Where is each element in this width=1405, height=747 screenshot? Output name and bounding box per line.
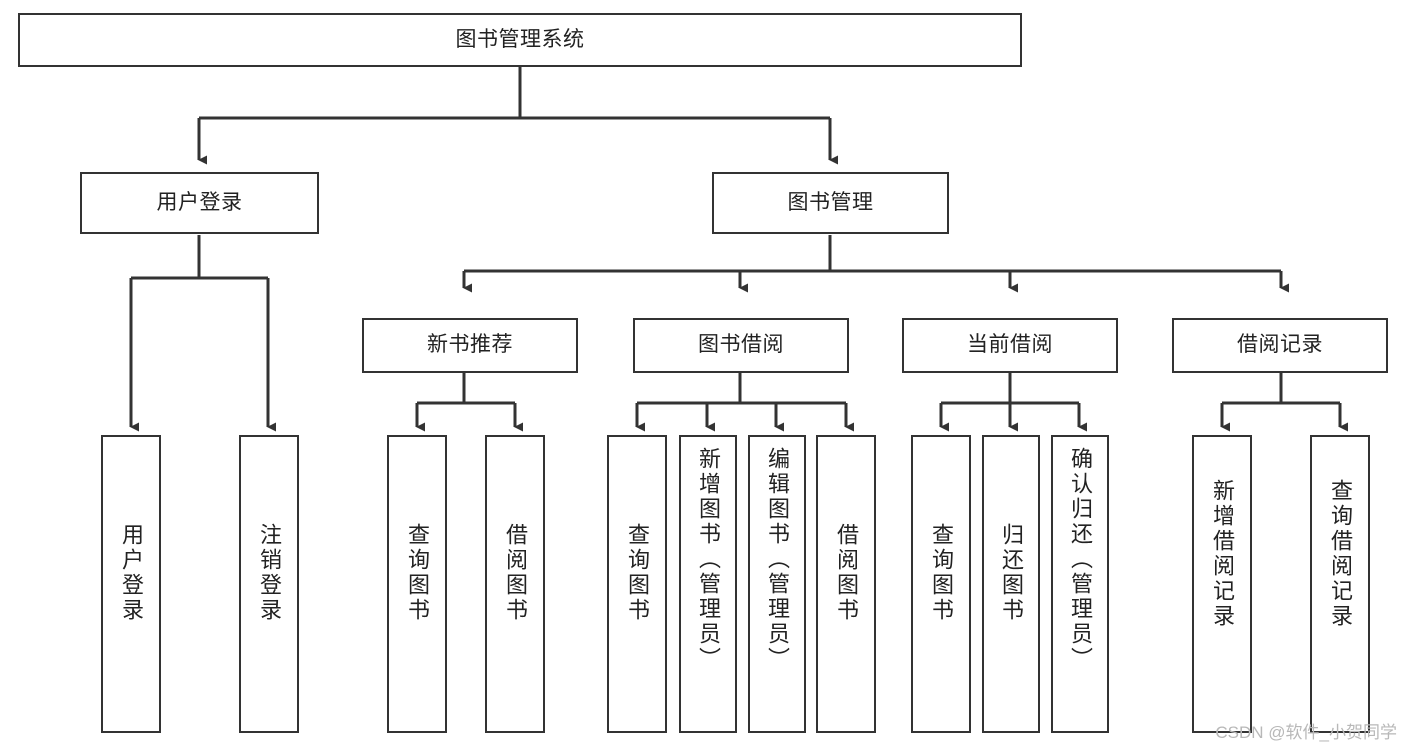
- node-book-manage[interactable]: 图书管理: [712, 172, 949, 234]
- node-leaf-borrow-book-2[interactable]: 借阅图书: [816, 435, 876, 733]
- node-new-book-recommend[interactable]: 新书推荐: [362, 318, 578, 373]
- node-leaf-user-login-label: 用户登录: [119, 523, 144, 623]
- node-leaf-borrow-book-2-label: 借阅图书: [834, 523, 859, 623]
- node-leaf-query-record-label: 查询借阅记录: [1328, 479, 1353, 629]
- node-leaf-query-book-3-label: 查询图书: [929, 523, 954, 623]
- node-book-borrow[interactable]: 图书借阅: [633, 318, 849, 373]
- node-user-login-label: 用户登录: [156, 190, 243, 214]
- node-leaf-return-book-label: 归还图书: [999, 523, 1024, 623]
- node-leaf-logout-login[interactable]: 注销登录: [239, 435, 299, 733]
- node-book-borrow-label: 图书借阅: [698, 333, 784, 357]
- node-root-label: 图书管理系统: [455, 27, 585, 51]
- node-root[interactable]: 图书管理系统: [18, 13, 1022, 67]
- node-leaf-return-book[interactable]: 归还图书: [982, 435, 1040, 733]
- node-borrow-record-label: 借阅记录: [1237, 333, 1323, 357]
- node-leaf-borrow-book-1[interactable]: 借阅图书: [485, 435, 545, 733]
- node-current-borrow-label: 当前借阅: [967, 333, 1053, 357]
- node-leaf-query-book-1-label: 查询图书: [405, 523, 430, 623]
- node-leaf-query-record[interactable]: 查询借阅记录: [1310, 435, 1370, 733]
- node-leaf-user-login[interactable]: 用户登录: [101, 435, 161, 733]
- node-leaf-confirm-return-label: 确认归还（管理员）: [1068, 447, 1093, 672]
- node-new-book-recommend-label: 新书推荐: [427, 333, 513, 357]
- node-leaf-confirm-return[interactable]: 确认归还（管理员）: [1051, 435, 1109, 733]
- node-user-login[interactable]: 用户登录: [80, 172, 319, 234]
- node-leaf-query-book-2-label: 查询图书: [625, 523, 650, 623]
- node-leaf-query-book-1[interactable]: 查询图书: [387, 435, 447, 733]
- node-leaf-borrow-book-1-label: 借阅图书: [503, 523, 528, 623]
- node-leaf-add-record-label: 新增借阅记录: [1210, 479, 1235, 629]
- node-leaf-logout-login-label: 注销登录: [257, 523, 282, 623]
- node-book-manage-label: 图书管理: [787, 190, 874, 214]
- node-leaf-add-record[interactable]: 新增借阅记录: [1192, 435, 1252, 733]
- node-leaf-query-book-3[interactable]: 查询图书: [911, 435, 971, 733]
- node-leaf-add-book[interactable]: 新增图书（管理员）: [679, 435, 737, 733]
- node-current-borrow[interactable]: 当前借阅: [902, 318, 1118, 373]
- node-leaf-edit-book[interactable]: 编辑图书（管理员）: [748, 435, 806, 733]
- node-leaf-add-book-label: 新增图书（管理员）: [696, 447, 721, 672]
- node-leaf-edit-book-label: 编辑图书（管理员）: [765, 447, 790, 672]
- node-leaf-query-book-2[interactable]: 查询图书: [607, 435, 667, 733]
- node-borrow-record[interactable]: 借阅记录: [1172, 318, 1388, 373]
